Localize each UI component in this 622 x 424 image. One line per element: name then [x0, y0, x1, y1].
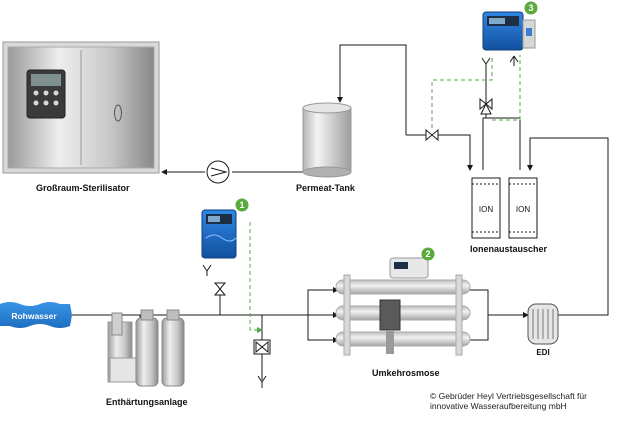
ion-exchanger-label: Ionenaustauscher	[470, 244, 548, 254]
copyright-line-2: innovative Wasseraufbereitung mbH	[430, 401, 567, 411]
permeat-tank	[302, 102, 352, 178]
sterilizer-label: Großraum-Sterilisator	[36, 183, 130, 193]
svg-text:2: 2	[425, 249, 430, 259]
reverse-osmosis-unit	[335, 257, 471, 356]
ion-exchanger-right: ION	[508, 177, 538, 239]
inlet-valve-icon	[213, 282, 227, 296]
three-way-valve-icon	[479, 97, 493, 115]
permeat-tank-label: Permeat-Tank	[296, 183, 355, 193]
sterilizer	[2, 41, 160, 174]
softener	[107, 309, 185, 387]
controller-1	[201, 209, 237, 276]
badge-3: 3	[524, 1, 538, 15]
copyright-line-1: © Gebrüder Heyl Vertriebsgesellschaft fü…	[430, 391, 587, 401]
raw-water-source: Rohwasser	[0, 302, 72, 328]
edi-module: EDI	[527, 303, 559, 357]
pump-icon	[206, 160, 230, 184]
ion-exchanger-left: ION	[471, 177, 501, 239]
signal-lines	[249, 55, 521, 333]
svg-text:ION: ION	[516, 205, 530, 214]
sampling-tap-icon	[481, 57, 491, 70]
svg-text:3: 3	[528, 3, 533, 13]
badge-2: 2	[421, 247, 435, 261]
reverse-osmosis-label: Umkehrosmose	[372, 368, 440, 378]
svg-text:EDI: EDI	[536, 348, 549, 357]
valve-icon	[425, 128, 439, 142]
copyright-notice: © Gebrüder Heyl Vertriebsgesellschaft fü…	[430, 391, 620, 411]
sterilizer-door-handle	[114, 104, 122, 122]
svg-text:1: 1	[239, 200, 244, 210]
badge-1: 1	[235, 198, 249, 212]
dosing-valve-icon	[253, 339, 271, 388]
svg-text:Rohwasser: Rohwasser	[11, 311, 57, 321]
softener-label: Enthärtungsanlage	[106, 397, 188, 407]
svg-text:ION: ION	[479, 205, 493, 214]
controller-3	[482, 11, 536, 66]
